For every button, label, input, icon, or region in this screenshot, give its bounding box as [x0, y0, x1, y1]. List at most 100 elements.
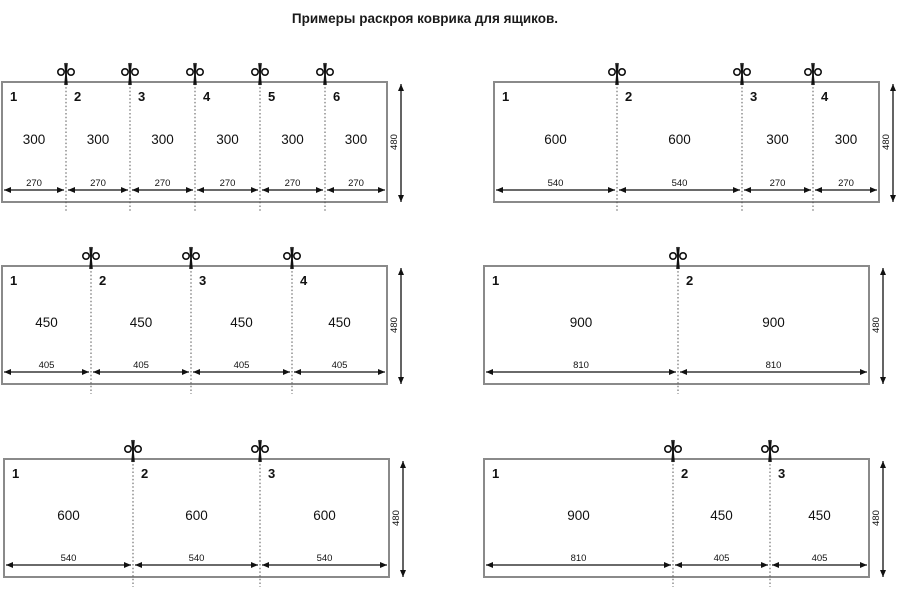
dimension-arrow: 270	[68, 178, 128, 193]
mat-piece: 1 600 540	[6, 466, 131, 568]
piece-number: 3	[199, 273, 206, 288]
piece-number: 1	[492, 273, 499, 288]
height-label: 480	[871, 510, 882, 526]
mat-piece: 2 600 540	[619, 89, 740, 193]
piece-size: 900	[567, 508, 590, 523]
dimension-arrow: 540	[496, 178, 615, 193]
scissors-icon	[124, 439, 143, 463]
dimension-label: 540	[189, 553, 205, 564]
dimension-label: 405	[332, 360, 348, 371]
piece-size: 450	[710, 508, 733, 523]
height-label: 480	[389, 134, 400, 150]
dimension-arrow: 405	[4, 360, 89, 375]
piece-number: 2	[141, 466, 148, 481]
piece-size: 450	[130, 315, 153, 330]
mat-piece: 1 300 270	[4, 89, 64, 193]
piece-size: 900	[762, 315, 785, 330]
piece-number: 6	[333, 89, 340, 104]
piece-number: 3	[750, 89, 757, 104]
mat-panel	[3, 458, 390, 578]
page-title: Примеры раскроя коврика для ящиков.	[291, 11, 559, 26]
piece-size: 600	[668, 132, 691, 147]
dimension-label: 270	[26, 178, 42, 189]
dimension-label: 405	[133, 360, 149, 371]
height-arrow: 480	[389, 268, 404, 384]
piece-size: 450	[808, 508, 831, 523]
piece-number: 5	[268, 89, 275, 104]
dimension-label: 540	[672, 178, 688, 189]
piece-number: 3	[138, 89, 145, 104]
dimension-arrow: 405	[675, 553, 768, 568]
piece-number: 3	[268, 466, 275, 481]
piece-size: 600	[185, 508, 208, 523]
dimension-arrow: 405	[193, 360, 290, 375]
dimension-label: 405	[39, 360, 55, 371]
piece-number: 2	[74, 89, 81, 104]
height-arrow: 480	[871, 268, 886, 384]
dimension-arrow: 270	[197, 178, 258, 193]
dimension-label: 405	[714, 553, 730, 564]
dimension-label: 270	[155, 178, 171, 189]
dimension-label: 270	[770, 178, 786, 189]
dimension-arrow: 540	[262, 553, 387, 568]
dimension-arrow: 540	[135, 553, 258, 568]
dimension-arrow: 270	[744, 178, 811, 193]
piece-number: 3	[778, 466, 785, 481]
piece-size: 300	[216, 132, 239, 147]
piece-number: 1	[10, 273, 17, 288]
height-label: 480	[391, 510, 402, 526]
piece-number: 1	[10, 89, 17, 104]
mat-piece: 4 300 270	[815, 89, 877, 193]
piece-size: 600	[313, 508, 336, 523]
dimension-arrow: 270	[262, 178, 323, 193]
dimension-arrow: 405	[294, 360, 385, 375]
dimension-arrow: 810	[486, 360, 676, 375]
piece-size: 300	[766, 132, 789, 147]
height-arrow: 480	[881, 84, 896, 202]
mat-piece: 5 300 270	[262, 89, 323, 193]
piece-size: 300	[835, 132, 858, 147]
dimension-label: 270	[285, 178, 301, 189]
scissors-icon	[251, 439, 270, 463]
piece-number: 2	[625, 89, 632, 104]
piece-number: 1	[12, 466, 19, 481]
mat-piece: 2 600 540	[135, 466, 258, 568]
piece-number: 1	[502, 89, 509, 104]
dimension-label: 405	[812, 553, 828, 564]
scissors-icon	[186, 62, 205, 86]
scissors-icon	[251, 62, 270, 86]
scissors-icon	[316, 62, 335, 86]
scissors-icon	[182, 246, 201, 270]
piece-size: 600	[57, 508, 80, 523]
mat-piece: 1 600 540	[496, 89, 615, 193]
height-label: 480	[389, 317, 400, 333]
dimension-label: 810	[573, 360, 589, 371]
piece-size: 450	[328, 315, 351, 330]
piece-size: 300	[281, 132, 304, 147]
piece-number: 2	[681, 466, 688, 481]
dimension-label: 270	[838, 178, 854, 189]
piece-number: 4	[821, 89, 829, 104]
scissors-icon	[761, 439, 780, 463]
piece-size: 300	[23, 132, 46, 147]
dimension-label: 810	[571, 553, 587, 564]
height-arrow: 480	[389, 84, 404, 202]
dimension-arrow: 270	[4, 178, 64, 193]
scissors-icon	[121, 62, 140, 86]
dimension-arrow: 540	[6, 553, 131, 568]
dimension-label: 270	[90, 178, 106, 189]
scissors-icon	[669, 246, 688, 270]
piece-size: 600	[544, 132, 567, 147]
scissors-icon	[608, 62, 627, 86]
dimension-label: 810	[766, 360, 782, 371]
scissors-icon	[283, 246, 302, 270]
dimension-arrow: 270	[815, 178, 877, 193]
